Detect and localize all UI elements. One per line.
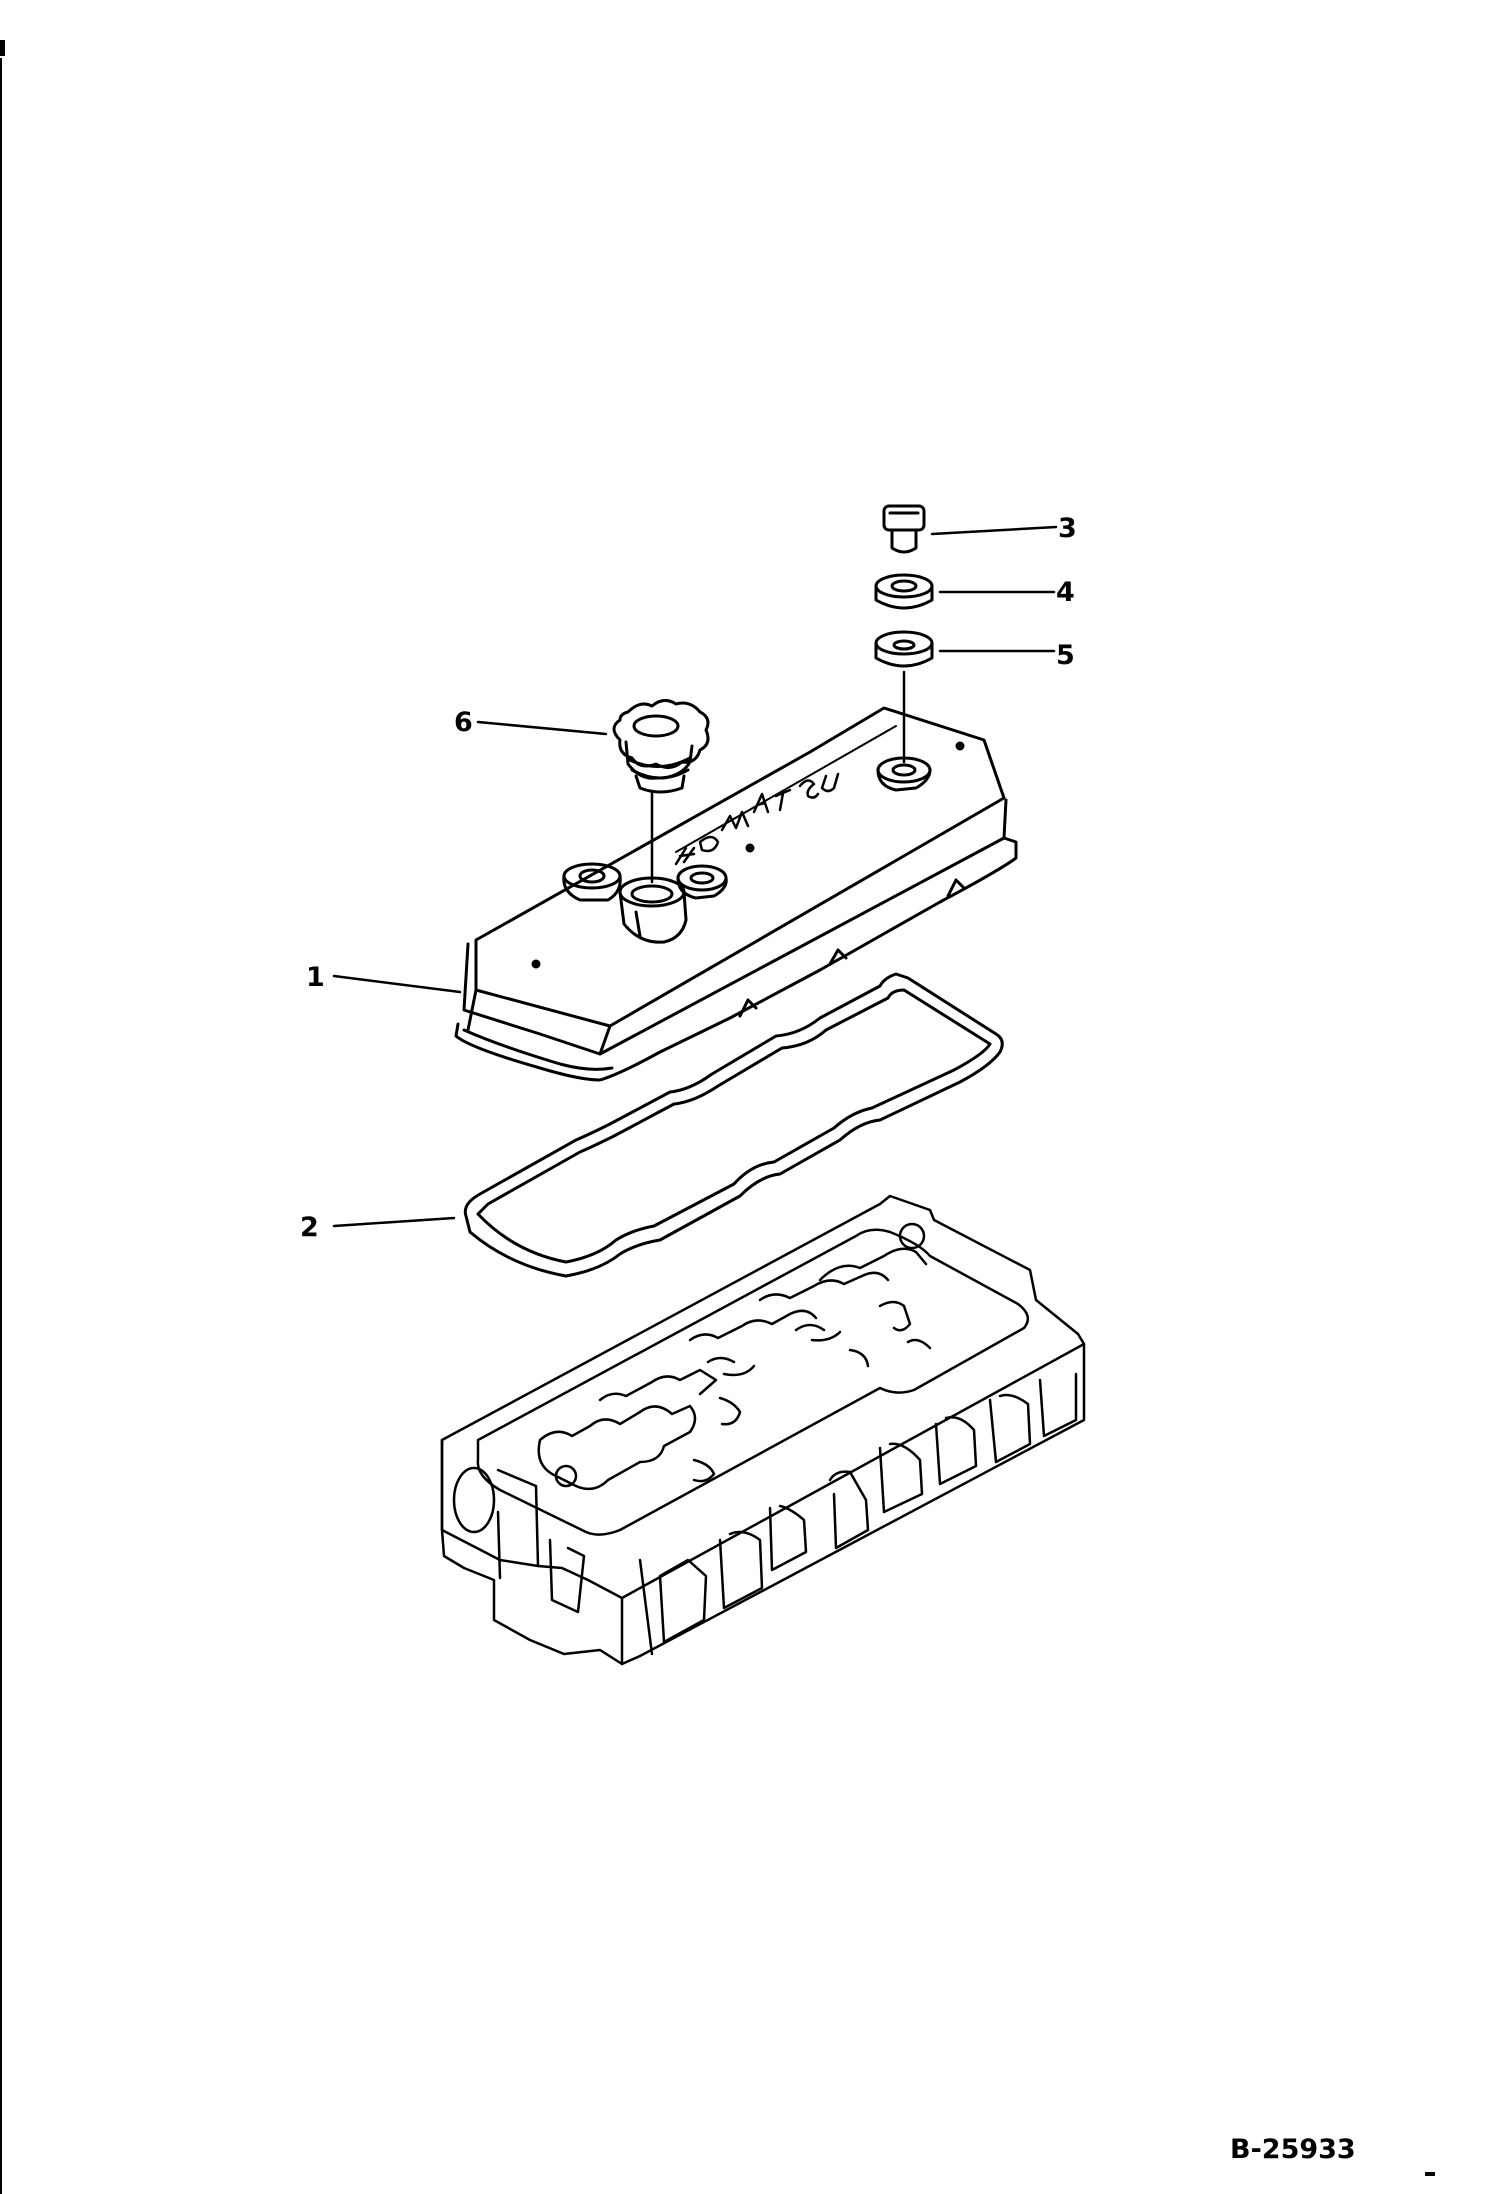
callout-4: 4 bbox=[1056, 577, 1075, 608]
cylinder-head-reference bbox=[440, 1194, 1086, 1666]
callout-5: 5 bbox=[1056, 640, 1075, 671]
callout-6: 6 bbox=[454, 707, 473, 738]
callout-labels: 1 2 3 4 5 6 bbox=[300, 513, 1077, 1243]
callout-3: 3 bbox=[1058, 513, 1077, 544]
washer-part bbox=[874, 573, 934, 610]
frame-tick bbox=[0, 40, 5, 56]
head-cover-part bbox=[454, 706, 1018, 1082]
cover-gasket-part bbox=[463, 972, 1004, 1278]
callout-2: 2 bbox=[300, 1212, 319, 1243]
drawing-number: B-25933 bbox=[1230, 2134, 1356, 2165]
left-frame-border bbox=[0, 58, 2, 2194]
filler-cap-part bbox=[612, 699, 710, 794]
komatsu-lettering bbox=[674, 772, 840, 866]
corner-tick bbox=[1425, 2172, 1435, 2176]
bolt-part bbox=[882, 504, 926, 554]
leader-lines bbox=[332, 525, 1058, 1228]
callout-1: 1 bbox=[306, 962, 325, 993]
seal-part bbox=[874, 630, 934, 668]
